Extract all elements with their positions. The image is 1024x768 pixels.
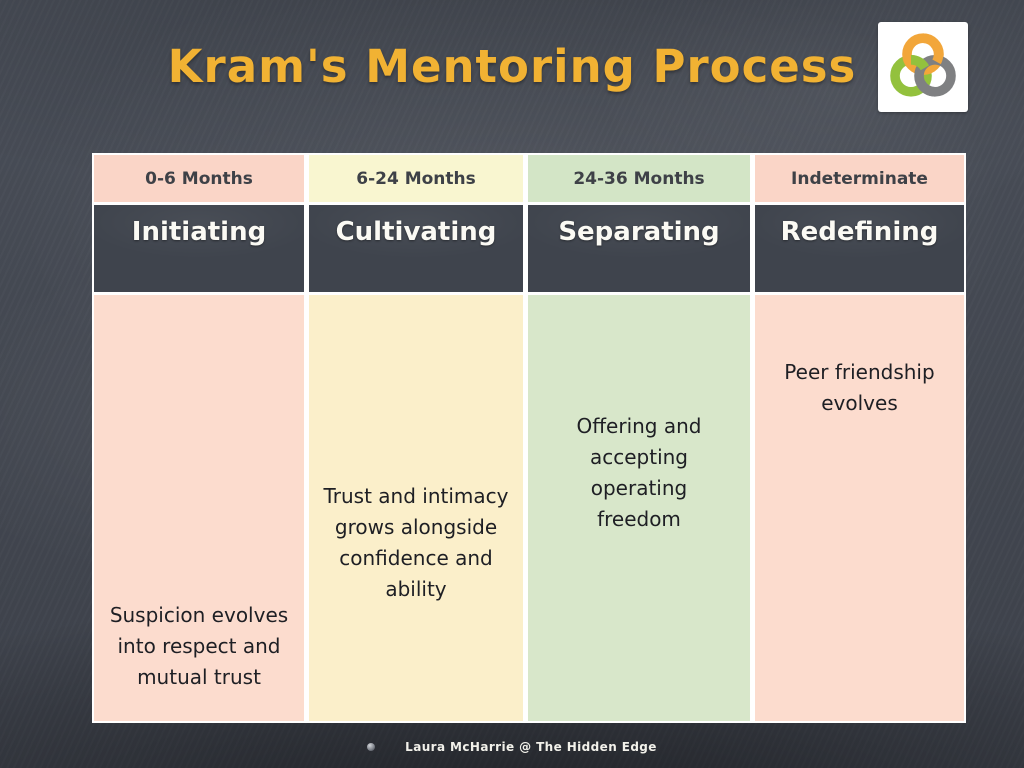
period-header-indeterminate: Indeterminate (755, 155, 964, 202)
mentoring-process-table: 0-6 Months 6-24 Months 24-36 Months Inde… (92, 153, 966, 723)
period-header-24-36-months: 24-36 Months (528, 155, 750, 202)
period-label: 24-36 Months (573, 168, 705, 189)
interlocking-rings-icon (890, 33, 956, 97)
stage-label: Redefining (780, 217, 939, 247)
period-label: 6-24 Months (356, 168, 476, 189)
period-header-0-6-months: 0-6 Months (94, 155, 304, 202)
stage-cell-cultivating: Cultivating (309, 205, 523, 292)
stage-label: Separating (558, 217, 720, 247)
period-header-6-24-months: 6-24 Months (309, 155, 523, 202)
slide-footer: Laura McHarrie @ The Hidden Edge (0, 740, 1024, 754)
description-text: Suspicion evolves into respect and mutua… (109, 603, 289, 689)
description-cell-initiating: Suspicion evolves into respect and mutua… (94, 295, 304, 721)
company-logo (878, 22, 968, 112)
description-cell-redefining: Peer friendship evolves (755, 295, 964, 721)
stage-label: Initiating (131, 217, 267, 247)
slide-title: Kram's Mentoring Process (167, 40, 857, 93)
spiral-bullet-icon (367, 743, 376, 751)
description-text: Trust and intimacy grows alongside confi… (323, 484, 509, 601)
description-cell-cultivating: Trust and intimacy grows alongside confi… (309, 295, 523, 721)
footer-credit: Laura McHarrie @ The Hidden Edge (405, 740, 657, 754)
stage-label: Cultivating (335, 217, 497, 247)
period-label: Indeterminate (791, 168, 928, 189)
stage-cell-separating: Separating (528, 205, 750, 292)
description-text: Peer friendship evolves (784, 360, 935, 415)
description-cell-separating: Offering and accepting operating freedom (528, 295, 750, 721)
stage-cell-redefining: Redefining (755, 205, 964, 292)
description-text: Offering and accepting operating freedom (576, 414, 702, 531)
period-label: 0-6 Months (145, 168, 253, 189)
stage-cell-initiating: Initiating (94, 205, 304, 292)
